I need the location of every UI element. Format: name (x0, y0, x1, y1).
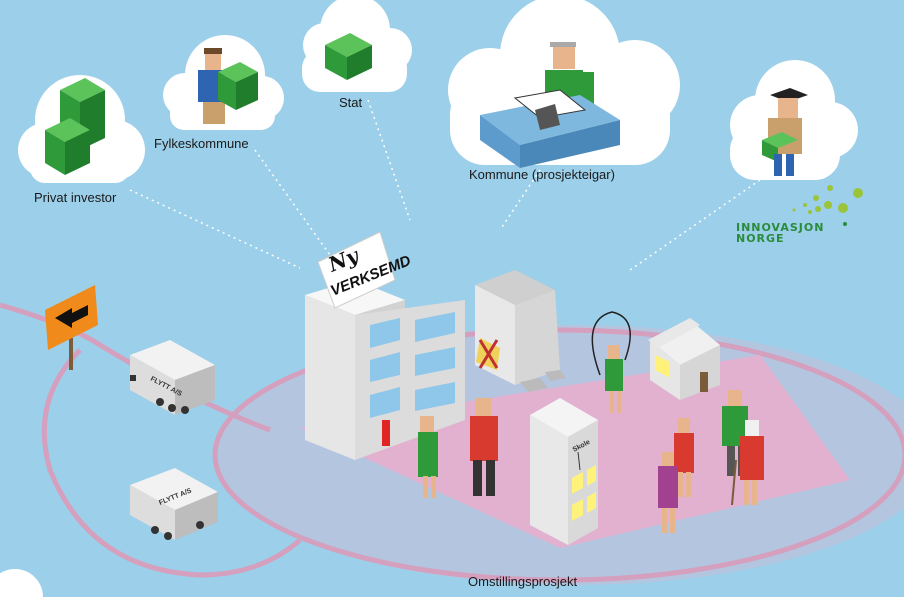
person-county (198, 48, 258, 124)
label-private-investor: Privat investor (34, 190, 117, 205)
mayor-at-desk (480, 42, 620, 168)
money-stack-state (325, 33, 372, 80)
elderly-couple (722, 390, 764, 506)
damaged-building (475, 270, 566, 392)
label-project: Omstillingsprosjekt (468, 574, 578, 589)
person-man-red (470, 398, 498, 496)
connection-lines (129, 99, 761, 271)
person-woman-green (418, 416, 438, 498)
new-business-building (305, 231, 465, 460)
truck-bottom (130, 468, 218, 540)
label-state: Stat (339, 95, 363, 110)
school-building (530, 398, 598, 545)
person-woman-purple (658, 452, 678, 533)
truck-top (130, 340, 215, 415)
road-sign (45, 285, 98, 370)
person-girl-jumping (591, 311, 631, 413)
innovation-logo-dots (792, 185, 863, 226)
innovation-logo: INNOVASJON NORGE (736, 222, 824, 244)
innovation-logo-line2: NORGE (736, 232, 785, 245)
house (648, 318, 720, 400)
innovation-logo-line1: INNOVASJON (736, 221, 825, 234)
label-county: Fylkeskommune (154, 136, 249, 151)
label-municipality: Kommune (prosjekteigar) (469, 167, 615, 182)
graduate (762, 88, 808, 176)
corner-circle (0, 569, 43, 597)
person-woman-red (674, 418, 694, 497)
money-stack-private (45, 78, 105, 175)
